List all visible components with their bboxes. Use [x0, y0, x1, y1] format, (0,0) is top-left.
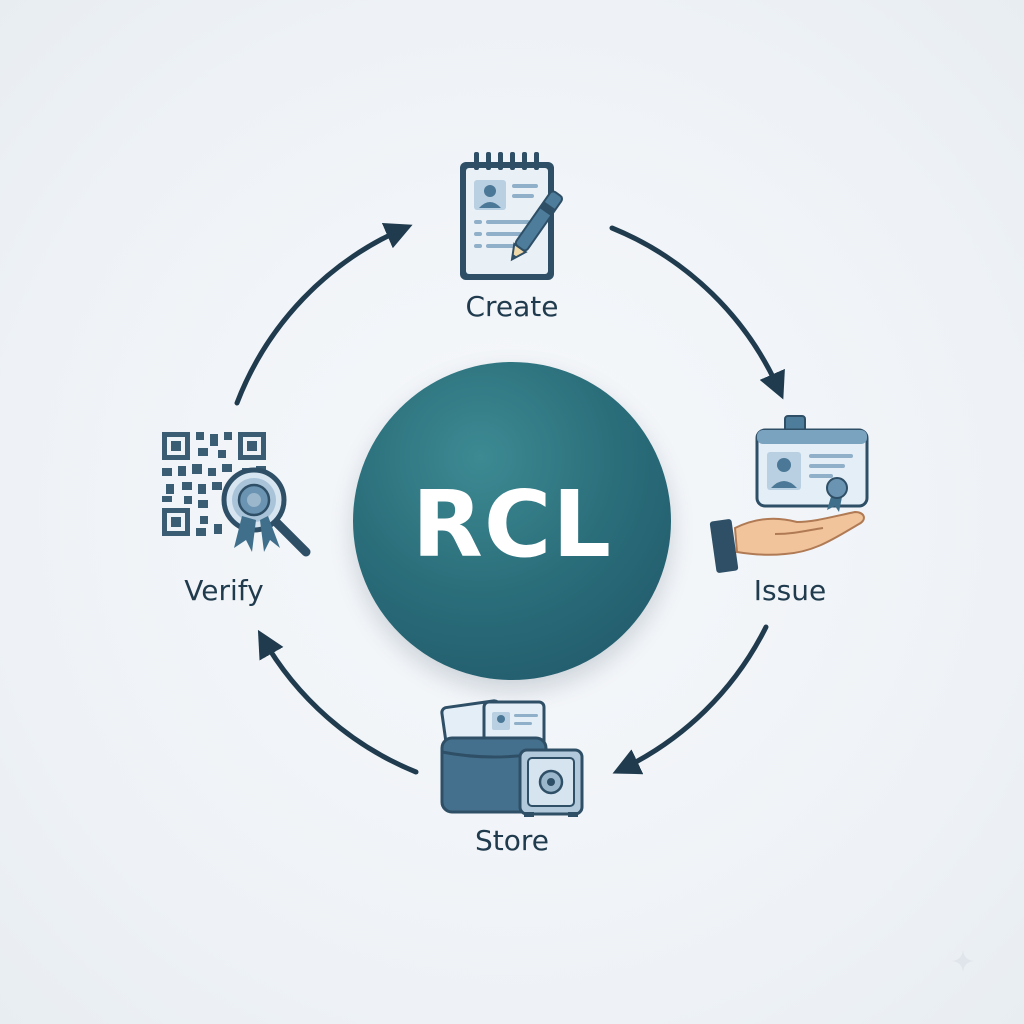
- hub-label: RCL: [412, 470, 612, 578]
- notepad-pen-icon: [452, 150, 592, 289]
- stage-label-verify: Verify: [184, 574, 264, 607]
- hub-circle: RCL: [353, 362, 671, 680]
- arrow-issue-to-store: [612, 624, 769, 775]
- stage-label-issue: Issue: [753, 574, 827, 607]
- stage-label-store: Store: [474, 824, 549, 857]
- sparkle-icon: [952, 950, 974, 972]
- arrow-verify-to-create: [234, 222, 413, 406]
- wallet-safe-icon: [438, 694, 588, 823]
- qr-magnifier-icon: [158, 428, 318, 572]
- arrow-create-to-issue: [609, 225, 785, 400]
- id-card-hand-icon: [705, 412, 875, 581]
- stage-label-create: Create: [465, 290, 559, 323]
- arrow-store-to-verify: [257, 629, 419, 775]
